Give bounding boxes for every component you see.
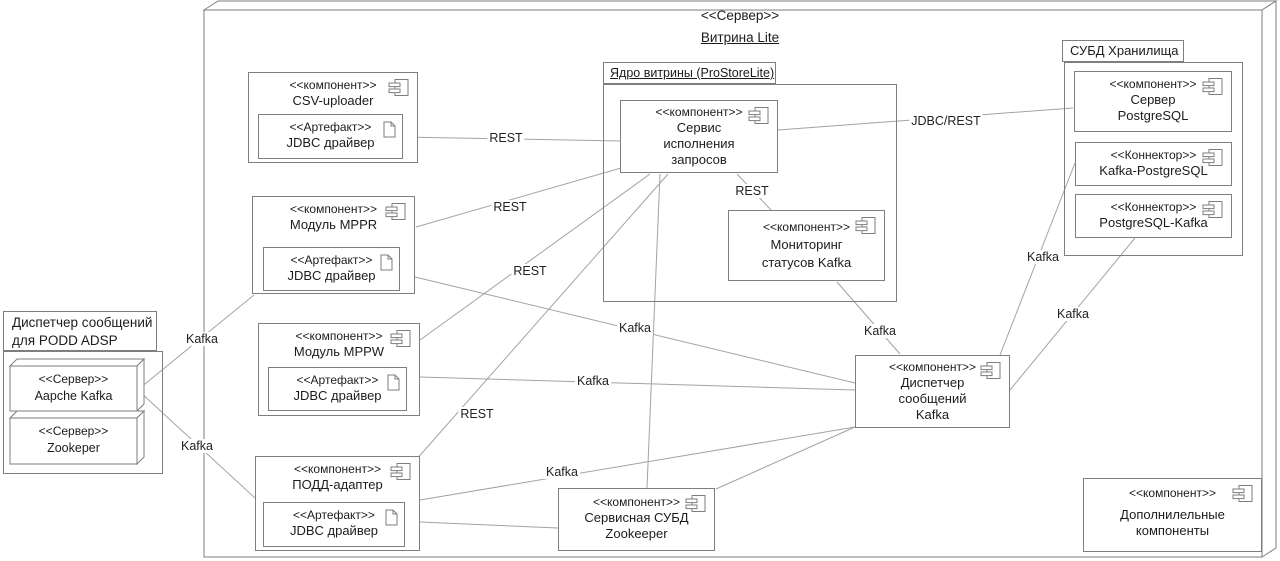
artifact-jdbc-driver: <<Артефакт>> JDBC драйвер <box>268 367 407 411</box>
component-exec-service-name-3: запросов <box>671 152 727 167</box>
core-package-title: Ядро витрины (ProStoreLite) <box>610 66 775 80</box>
server-node-title: Витрина Lite <box>700 30 780 45</box>
server-node-stereotype: <<Сервер>> <box>700 8 780 23</box>
connector-postgresql-kafka: <<Коннектор>> PostgreSQL-Kafka <box>1075 194 1232 238</box>
artifact-jdbc-driver: <<Артефакт>> JDBC драйвер <box>258 114 403 159</box>
component-kafka-monitoring: <<компонент>> Мониторинг статусов Kafka <box>728 210 885 281</box>
edge-label: Kafka <box>544 465 580 479</box>
artifact-jdbc-driver: <<Артефакт>> JDBC драйвер <box>263 502 405 547</box>
component-pg-server: <<компонент>> Сервер PostgreSQL <box>1074 71 1232 132</box>
edge-label: REST <box>733 184 771 198</box>
artifact-jdbc-driver: <<Артефакт>> JDBC драйвер <box>263 247 400 291</box>
server-zookeeper-name: Zookeper <box>47 441 100 455</box>
component-icon <box>684 494 708 518</box>
edge-servicedb-dispatcher <box>715 426 856 490</box>
component-pg-server-name-2: PostgreSQL <box>1117 108 1189 123</box>
server-zookeeper-stereotype: <<Сервер>> <box>38 424 109 438</box>
edge-label: Kafka <box>617 321 653 335</box>
edge-label: Kafka <box>1025 250 1061 264</box>
edge-label: JDBC/REST <box>909 114 983 128</box>
component-icon <box>389 462 413 486</box>
edge-label: REST <box>487 131 525 145</box>
podd-adsp-group-title-line1: Диспетчер сообщений <box>12 315 153 330</box>
component-service-db-zookeeper: <<компонент>> Сервисная СУБД Zookeeper <box>558 488 715 551</box>
component-exec-service-name-2: исполнения <box>663 136 735 151</box>
component-icon <box>1201 77 1225 101</box>
podd-adsp-group-label: Диспетчер сообщений для PODD ADSP <box>3 311 157 351</box>
connector-kafka-postgresql: <<Коннектор>> Kafka-PostgreSQL <box>1075 142 1232 186</box>
server-apache-kafka-name: Aapche Kafka <box>34 389 113 403</box>
edge-label: Kafka <box>184 332 220 346</box>
component-kafka-dispatcher-name-2: сообщений <box>898 391 967 406</box>
component-kafka-monitoring-name-2: статусов Kafka <box>761 255 852 270</box>
edge-mppw-dispatcher <box>419 376 856 391</box>
edge-label: Kafka <box>1055 307 1091 321</box>
artifact-stereotype: <<Артефакт>> <box>296 373 379 387</box>
artifact-icon <box>383 121 396 142</box>
component-kafka-dispatcher-name-3: Kafka <box>915 407 950 422</box>
artifact-icon <box>387 374 400 395</box>
core-package-label: Ядро витрины (ProStoreLite) <box>603 62 776 84</box>
edge-label: REST <box>491 200 529 214</box>
edge-label: Kafka <box>862 324 898 338</box>
component-icon <box>389 329 413 353</box>
component-icon <box>979 361 1003 385</box>
edge-label: REST <box>511 264 549 278</box>
podd-adsp-group-title-line2: для PODD ADSP <box>12 333 118 348</box>
component-additional-name-1: Дополнилельные <box>1120 507 1225 522</box>
edge-mppr-exec <box>415 167 622 228</box>
component-icon <box>1201 148 1225 172</box>
component-icon <box>854 216 878 241</box>
storage-package-title: СУБД Хранилища <box>1070 43 1179 58</box>
server-apache-kafka-stereotype: <<Сервер>> <box>38 372 109 386</box>
artifact-name: JDBC драйвер <box>287 268 376 283</box>
artifact-name: JDBC драйвер <box>286 135 375 150</box>
server-zookeeper: <<Сервер>> Zookeper <box>10 418 137 464</box>
artifact-stereotype: <<Артефакт>> <box>289 120 372 134</box>
edge-label: Kafka <box>575 374 611 388</box>
artifact-stereotype: <<Артефакт>> <box>290 253 373 267</box>
component-icon <box>384 202 408 226</box>
edge-label: REST <box>458 407 496 421</box>
component-service-db-name-2: Zookeeper <box>605 526 668 541</box>
artifact-name: JDBC драйвер <box>289 523 379 538</box>
storage-package-label: СУБД Хранилища <box>1062 40 1184 62</box>
server-node-right-face <box>1261 0 1277 558</box>
artifact-name: JDBC драйвер <box>293 388 382 403</box>
component-additional: <<компонент>> Дополнилельные компоненты <box>1083 478 1262 552</box>
artifact-icon <box>380 254 393 275</box>
component-icon <box>387 78 411 102</box>
component-kafka-dispatcher: <<компонент>> Диспетчер сообщений Kafka <box>855 355 1010 428</box>
component-additional-name-2: компоненты <box>1135 523 1210 538</box>
component-icon <box>747 106 771 130</box>
component-icon <box>1231 484 1255 508</box>
edge-label: Kafka <box>179 439 215 453</box>
server-apache-kafka: <<Сервер>> Aapche Kafka <box>10 366 137 411</box>
artifact-icon <box>385 509 398 530</box>
edge-podd-servicedb <box>419 521 559 529</box>
component-exec-service: <<компонент>> Сервис исполнения запросов <box>620 100 778 173</box>
component-icon <box>1201 200 1225 224</box>
artifact-stereotype: <<Артефакт>> <box>293 508 375 522</box>
